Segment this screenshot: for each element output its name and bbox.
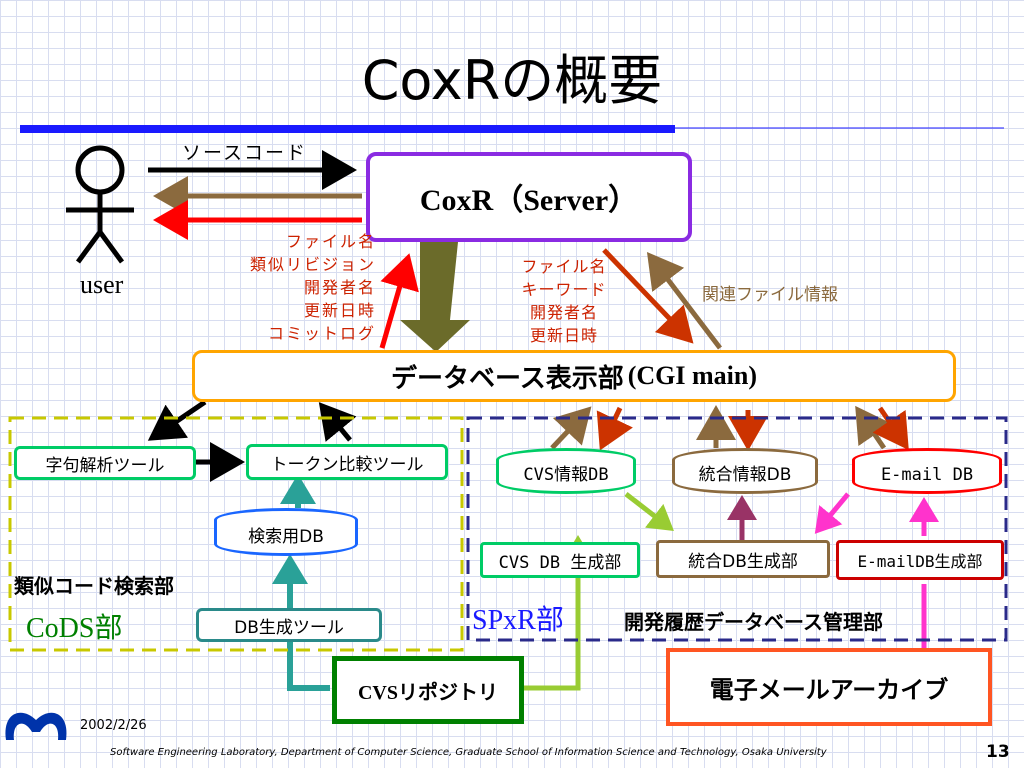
mid-label-3: 更新日時 [529,326,598,345]
olive-arrow [400,242,470,352]
cods-region [8,416,464,652]
search-db-cylinder: 検索用DB [214,508,358,556]
spxr-region-label: 開発履歴データベース管理部 [624,610,883,634]
db-tool-box: DB生成ツール [196,608,382,642]
cvs-db-gen-box: CVS DB 生成部 [480,542,640,578]
cods-part-label: CoDS部 [26,613,123,644]
mid-label-0: ファイル名 [521,257,607,276]
left-label-2: 開発者名 [303,278,376,297]
merge-info-db-cylinder: 統合情報DB [672,448,818,494]
page-title: CoxRの概要 [361,49,663,112]
related-file-label: 関連ファイル情報 [702,285,838,305]
title-bar [20,125,675,133]
user-label: user [80,270,124,299]
cvs-repository-label: CVSリポジトリ [357,681,498,704]
mid-info-labels: ファイル名 キーワード 開発者名 更新日時 [508,255,620,347]
left-info-labels: ファイル名 類似リビジョン 開発者名 更新日時 コミットログ [236,230,376,345]
morph-tool-box: 字句解析ツール [14,446,196,480]
page-number: 13 [986,742,1010,762]
left-label-0: ファイル名 [285,232,376,251]
cods-region-label: 類似コード検索部 [14,574,174,598]
footer-text: Software Engineering Laboratory, Departm… [110,747,827,758]
spxr-region [466,416,1008,642]
display-label-jp: データベース表示部 [391,363,624,394]
mid-label-2: 開発者名 [529,303,598,322]
mail-db-gen-box: E-mailDB生成部 [836,540,1004,580]
cvs-repository-box: CVSリポジトリ [332,656,524,724]
left-label-4: コミットログ [267,324,376,343]
left-label-3: 更新日時 [303,301,376,320]
spxr-part-label: SPxR部 [472,605,564,636]
display-label-en: (CGI main) [627,361,757,390]
token-tool-box: トークン比較ツール [246,444,448,480]
merge-db-gen-box: 統合DB生成部 [656,540,830,578]
cvs-info-db-cylinder: CVS情報DB [496,448,636,494]
date-label: 2002/2/26 [80,718,147,733]
user-figure [66,145,134,264]
display-box: データベース表示部(CGI main) [192,350,956,402]
server-box: CoxR（Server） [366,152,692,242]
left-label-1: 類似リビジョン [249,255,376,274]
university-logo-icon [5,712,67,740]
mid-label-1: キーワード [521,280,607,299]
mail-archive-box: 電子メールアーカイブ [666,648,992,726]
mail-db-cylinder: E-mail DB [852,448,1002,494]
source-code-label: ソースコード [182,142,308,164]
